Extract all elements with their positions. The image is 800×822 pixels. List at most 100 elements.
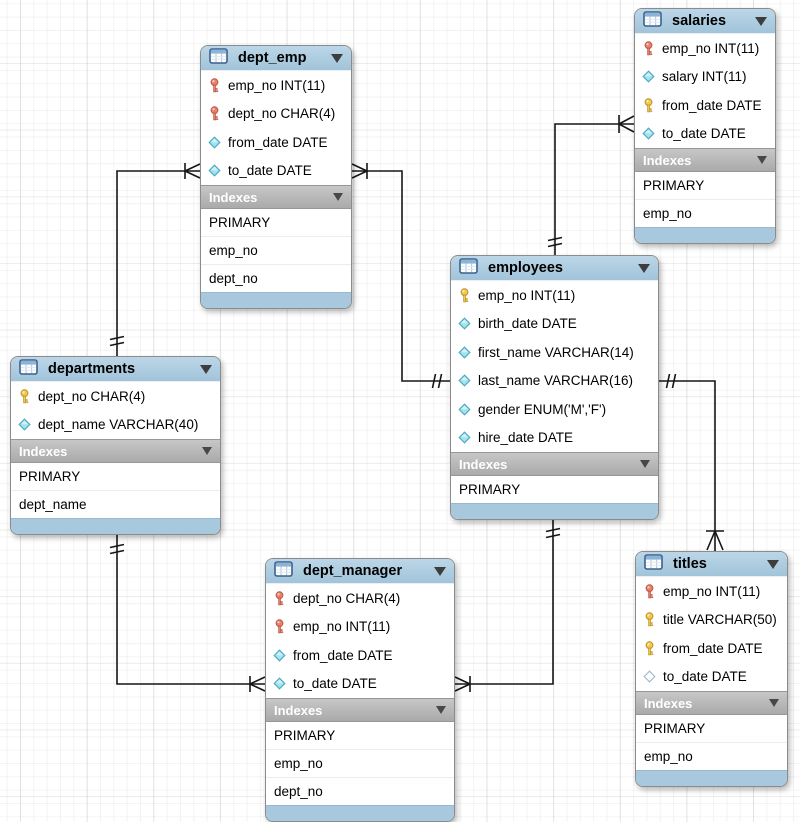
cardinality-marks [547,115,635,248]
index-row[interactable]: PRIMARY [19,469,81,484]
relationship-departments-dept_manager[interactable] [109,534,266,692]
column-row[interactable]: first_name VARCHAR(14) [451,338,658,367]
collapse-arrow-icon[interactable] [638,263,650,273]
column-row[interactable]: salary INT(11) [635,63,775,92]
table-salaries[interactable]: salaries emp_no INT(11) salary INT(11)from… [634,8,776,244]
primary-key-icon [457,288,471,303]
table-header[interactable]: employees [451,256,658,281]
column-row[interactable]: to_date DATE [636,663,787,692]
table-departments[interactable]: departments dept_no CHAR(4) dept_name VARC… [10,356,221,535]
relationship-line[interactable] [554,123,634,255]
table-title: salaries [672,13,727,29]
column-row[interactable]: hire_date DATE [451,424,658,453]
collapse-arrow-icon[interactable] [202,447,212,455]
column-row[interactable]: to_date DATE [635,120,775,149]
table-header[interactable]: dept_emp [201,46,351,71]
column-row[interactable]: from_date DATE [635,91,775,120]
table-header[interactable]: titles [636,552,787,577]
indexes-section-header[interactable]: Indexes [11,439,220,463]
index-row[interactable]: dept_no [266,777,454,805]
index-row[interactable]: dept_no [201,264,351,292]
primary-key-icon [641,98,655,113]
index-row[interactable]: PRIMARY [459,482,521,497]
collapse-arrow-icon[interactable] [331,53,343,63]
column-row[interactable]: emp_no INT(11) [636,577,787,606]
index-row[interactable]: PRIMARY [643,178,705,193]
table-icon [643,10,662,32]
index-row[interactable]: PRIMARY [274,728,336,743]
column-row[interactable]: emp_no INT(11) [635,34,775,63]
collapse-arrow-icon[interactable] [757,156,767,164]
collapse-arrow-icon[interactable] [200,364,212,374]
column-text: first_name VARCHAR(14) [478,344,634,360]
indexes-section-header[interactable]: Indexes [201,185,351,209]
collapse-arrow-icon[interactable] [333,193,343,201]
collapse-arrow-icon[interactable] [434,566,446,576]
index-row[interactable]: PRIMARY [209,215,271,230]
table-header[interactable]: departments [11,357,220,382]
indexes-section-header[interactable]: Indexes [266,698,454,722]
relationship-line[interactable] [352,170,450,382]
column-row[interactable]: from_date DATE [636,634,787,663]
column-row[interactable]: from_date DATE [201,128,351,157]
table-footer [635,227,775,243]
relationship-employees-dept_emp[interactable] [351,163,450,389]
index-row[interactable]: dept_name [11,490,220,518]
relationship-departments-dept_emp[interactable] [109,163,201,356]
collapse-arrow-icon[interactable] [755,16,767,26]
index-row[interactable]: PRIMARY [644,721,706,736]
relationship-line[interactable] [659,380,716,551]
collapse-arrow-icon[interactable] [640,460,650,468]
foreign-key-icon [207,106,221,121]
index-row[interactable]: emp_no [266,749,454,777]
column-row[interactable]: to_date DATE [201,157,351,186]
column-row[interactable]: from_date DATE [266,641,454,670]
table-header[interactable]: dept_manager [266,559,454,584]
indexes-section-header[interactable]: Indexes [451,452,658,476]
collapse-arrow-icon[interactable] [769,699,779,707]
relationship-line[interactable] [455,520,554,685]
column-row[interactable]: title VARCHAR(50) [636,606,787,635]
column-text: gender ENUM('M','F') [478,401,607,417]
column-row[interactable]: emp_no INT(11) [451,281,658,310]
cardinality-marks [109,543,266,692]
table-footer [636,770,787,786]
relationship-line[interactable] [116,170,200,356]
column-icon [641,127,655,140]
index-row[interactable]: emp_no [635,199,775,227]
column-icon [457,346,471,359]
column-text: emp_no INT(11) [662,40,760,56]
relationship-employees-titles[interactable] [659,373,724,551]
column-row[interactable]: emp_no INT(11) [266,613,454,642]
column-row[interactable]: dept_no CHAR(4) [266,584,454,613]
column-row[interactable]: emp_no INT(11) [201,71,351,100]
relationship-employees-salaries[interactable] [547,115,635,255]
index-row[interactable]: emp_no [201,236,351,264]
indexes-section-header[interactable]: Indexes [635,148,775,172]
column-text: title VARCHAR(50) [663,612,777,628]
indexes-section-header[interactable]: Indexes [636,691,787,715]
collapse-arrow-icon[interactable] [767,559,779,569]
column-row[interactable]: last_name VARCHAR(16) [451,367,658,396]
column-row[interactable]: dept_name VARCHAR(40) [11,411,220,440]
index-row[interactable]: emp_no [636,742,787,770]
relationship-employees-dept_manager[interactable] [454,520,561,692]
column-row[interactable]: dept_no CHAR(4) [201,100,351,129]
column-icon [457,431,471,444]
collapse-arrow-icon[interactable] [436,706,446,714]
column-row[interactable]: birth_date DATE [451,310,658,339]
column-row[interactable]: to_date DATE [266,670,454,699]
column-icon [641,70,655,83]
column-row[interactable]: gender ENUM('M','F') [451,395,658,424]
relationship-line[interactable] [116,534,265,685]
column-text: dept_no CHAR(4) [38,388,146,404]
column-text: from_date DATE [293,647,393,663]
column-row[interactable]: dept_no CHAR(4) [11,382,220,411]
table-header[interactable]: salaries [635,9,775,34]
